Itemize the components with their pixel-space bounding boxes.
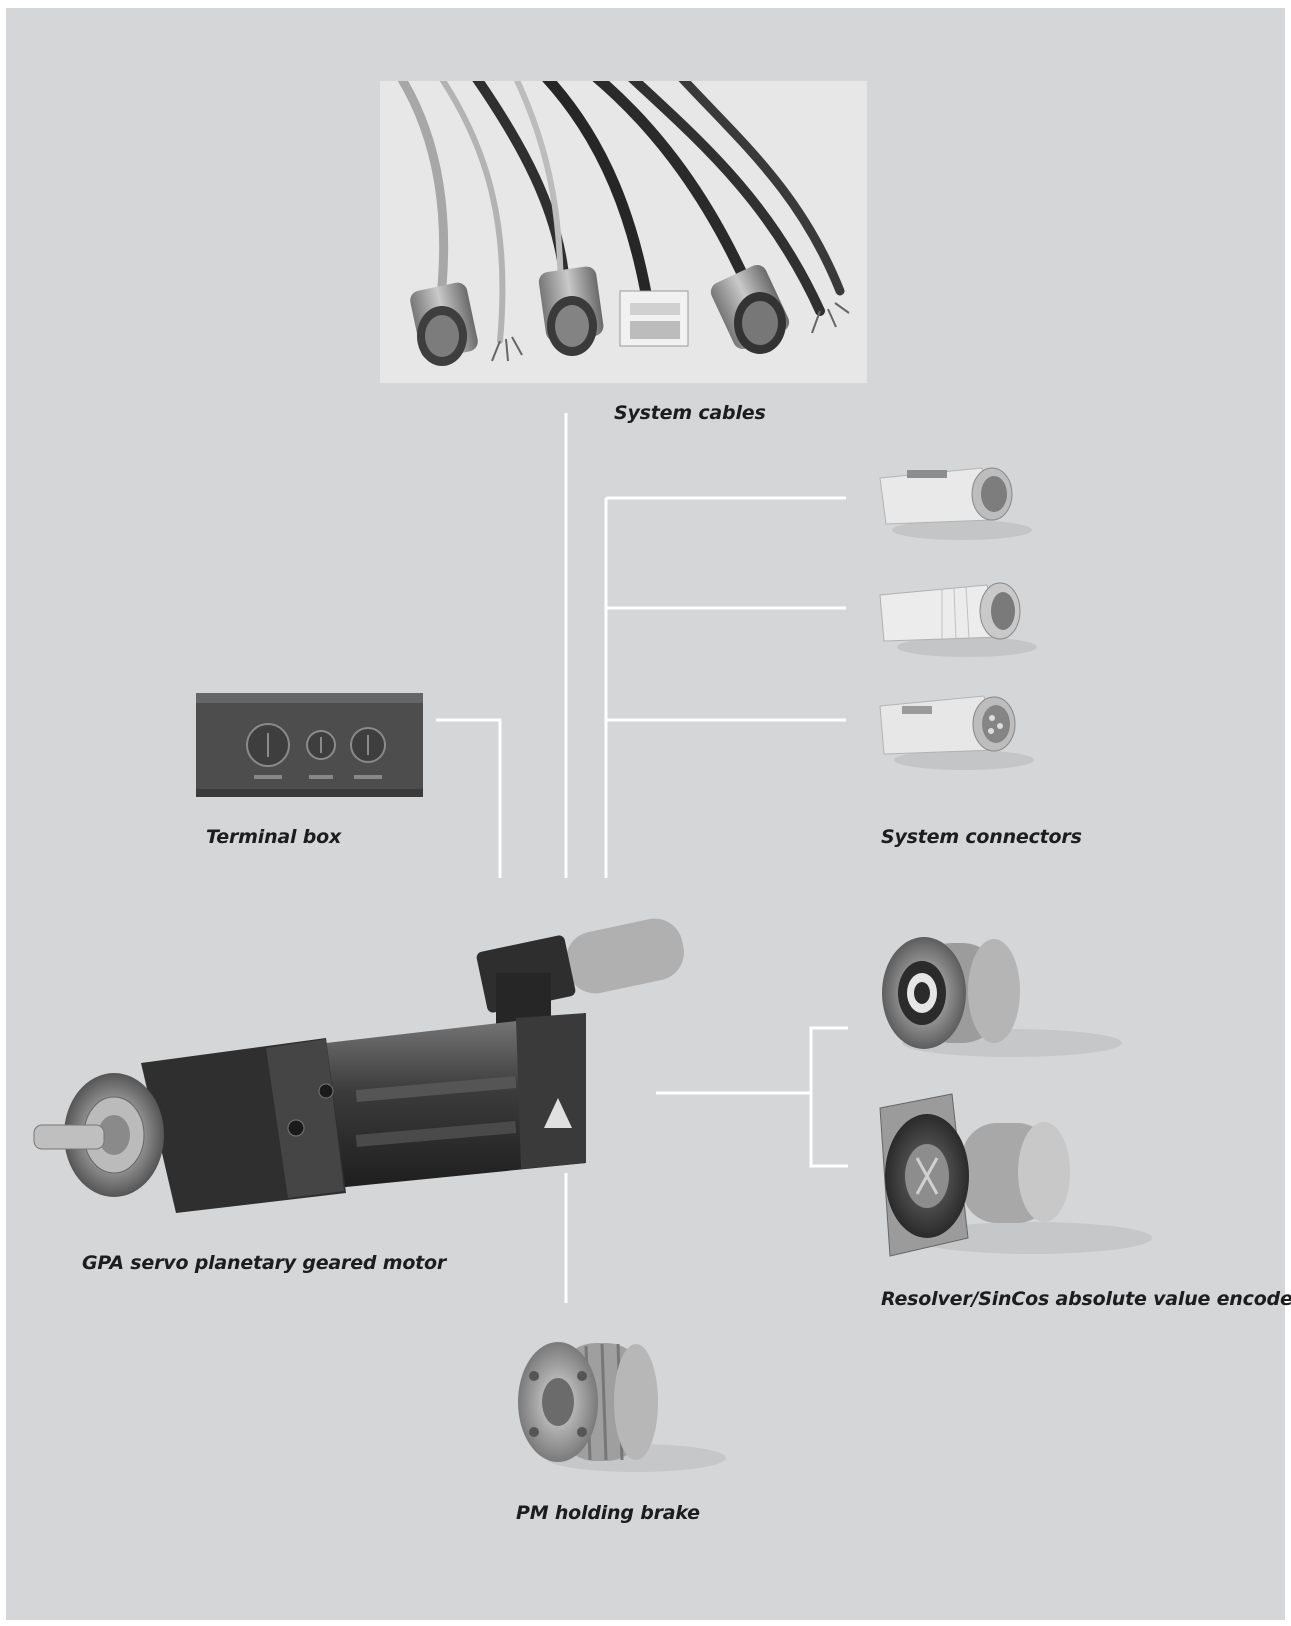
resolver-photo (872, 923, 1142, 1068)
terminal-box-line (436, 718, 502, 878)
encoder-label: Resolver/SinCos absolute value encoder (881, 1288, 1291, 1310)
system-connector-photo-2 (872, 563, 1042, 663)
servo-motor-photo (26, 913, 696, 1223)
encoder-bracket-line (809, 1026, 848, 1168)
holding-brake-label: PM holding brake (516, 1502, 700, 1524)
terminal-box-label: Terminal box (206, 826, 342, 848)
system-connector-photo-1 (872, 448, 1042, 548)
terminal-box-photo (196, 693, 423, 797)
system-cables-photo (380, 81, 867, 383)
connector-lines (436, 413, 848, 1303)
sincos-encoder-photo (872, 1088, 1162, 1268)
servo-motor-label: GPA servo planetary geared motor (82, 1252, 447, 1274)
diagram-canvas: System cables System connectors (6, 8, 1291, 1620)
holding-brake-photo (506, 1328, 726, 1483)
system-connector-photo-3 (872, 676, 1042, 776)
system-connectors-label: System connectors (881, 826, 1082, 848)
system-cables-label: System cables (614, 402, 766, 424)
